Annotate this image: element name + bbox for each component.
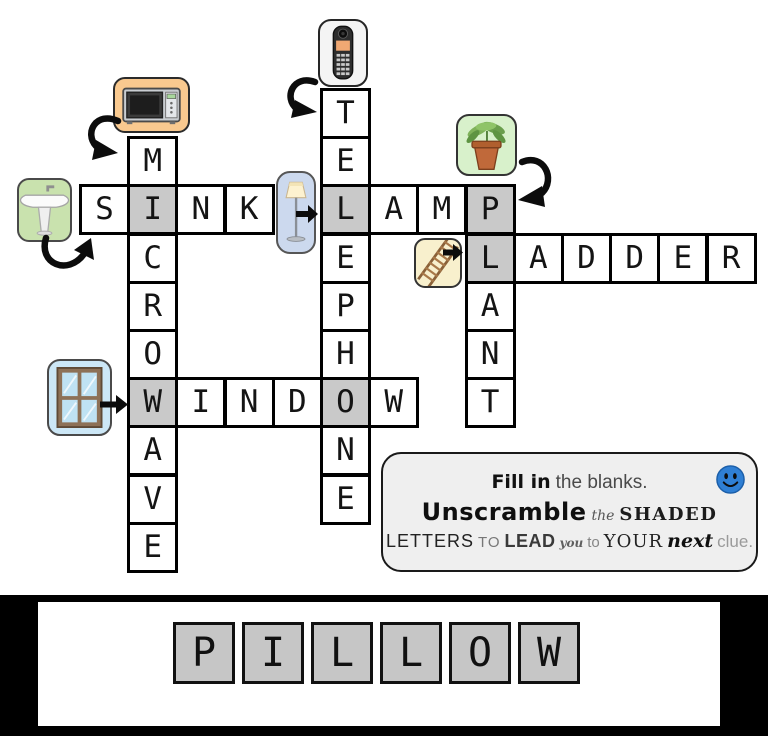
to-lower-text: to [587,533,600,551]
crossword-cell: A [368,184,420,236]
microwave-icon [113,77,190,133]
telephone-curved-arrow-icon [287,77,319,118]
crossword-cell: N [223,377,275,429]
instructions-box: Fill in the blanks. Unscramble the SHADE… [381,452,758,572]
your-text: YOUR [603,530,664,552]
crossword-cell: I [127,184,179,236]
crossword-cell: P [320,280,371,332]
the-text: the [591,507,615,524]
crossword-cell: N [175,184,227,236]
crossword-cell: W [368,377,420,429]
crossword-cell: P [464,184,516,236]
crossword-cell: T [464,377,516,429]
lead-text: LEAD [504,530,556,551]
window-icon [47,359,112,436]
crossword-cell: E [127,521,179,573]
instructions-line-3: LETTERS TO LEAD you to YOUR next clue. [386,529,753,552]
crossword-cell: E [657,232,709,284]
crossword-cell: E [320,473,371,525]
answer-letter-cell: I [242,622,304,684]
next-text: next [667,529,714,552]
answer-letter-cell: L [311,622,373,684]
clue-text: clue. [717,531,754,551]
instructions-line-2: Unscramble the SHADED [391,498,748,526]
smiley-icon [716,465,745,494]
crossword-cell: N [464,329,516,380]
crossword-cell: D [609,232,661,284]
plant-curved-arrow-icon [518,156,552,207]
crossword-cell: R [127,280,179,332]
crossword-cell: M [127,136,179,188]
crossword-cell: E [320,232,371,284]
crossword-cell: A [464,280,516,332]
sink-curved-arrow-icon [41,234,94,269]
crossword-cell: C [127,232,179,284]
crossword-cell: M [416,184,468,236]
ladder-pointer-arrow-icon [443,244,463,261]
crossword-cell: D [271,377,323,429]
answer-letter-cell: L [380,622,442,684]
crossword-cell: I [175,377,227,429]
crossword-cell: O [127,329,179,380]
answer-letter-cell: P [173,622,235,684]
instructions-line-1: Fill in the blanks. [391,471,748,494]
crossword-cell: W [127,377,179,429]
crossword-cell: N [320,425,371,477]
crossword-cell: T [320,88,371,139]
crossword-cell: K [223,184,275,236]
to-upper-text: TO [477,533,501,551]
crossword-cell: S [79,184,130,236]
crossword-cell: L [464,232,516,284]
lamp-pointer-arrow-icon [296,205,318,223]
you-text: you [559,535,584,550]
crossword-cell: E [320,136,371,188]
microwave-curved-arrow-icon [88,115,122,160]
telephone-icon [318,19,368,87]
unscramble-text: Unscramble [421,497,587,526]
sink-icon [17,178,72,242]
letters-text: LETTERS [385,530,474,551]
crossword-cell: L [320,184,371,236]
crossword-cell: A [512,232,564,284]
the-blanks-text: the blanks. [555,471,648,493]
crossword-cell: H [320,329,371,380]
crossword-cell: O [320,377,371,429]
shaded-text: SHADED [619,503,718,525]
crossword-cell: D [561,232,612,284]
window-pointer-arrow-icon [100,395,128,414]
plant-icon [456,114,517,176]
answer-letter-cell: W [518,622,580,684]
crossword-cell: R [705,232,757,284]
answer-letter-cell: O [449,622,511,684]
crossword-cell: A [127,425,179,477]
fill-in-text: Fill in [491,470,551,493]
crossword-cell: V [127,473,179,525]
